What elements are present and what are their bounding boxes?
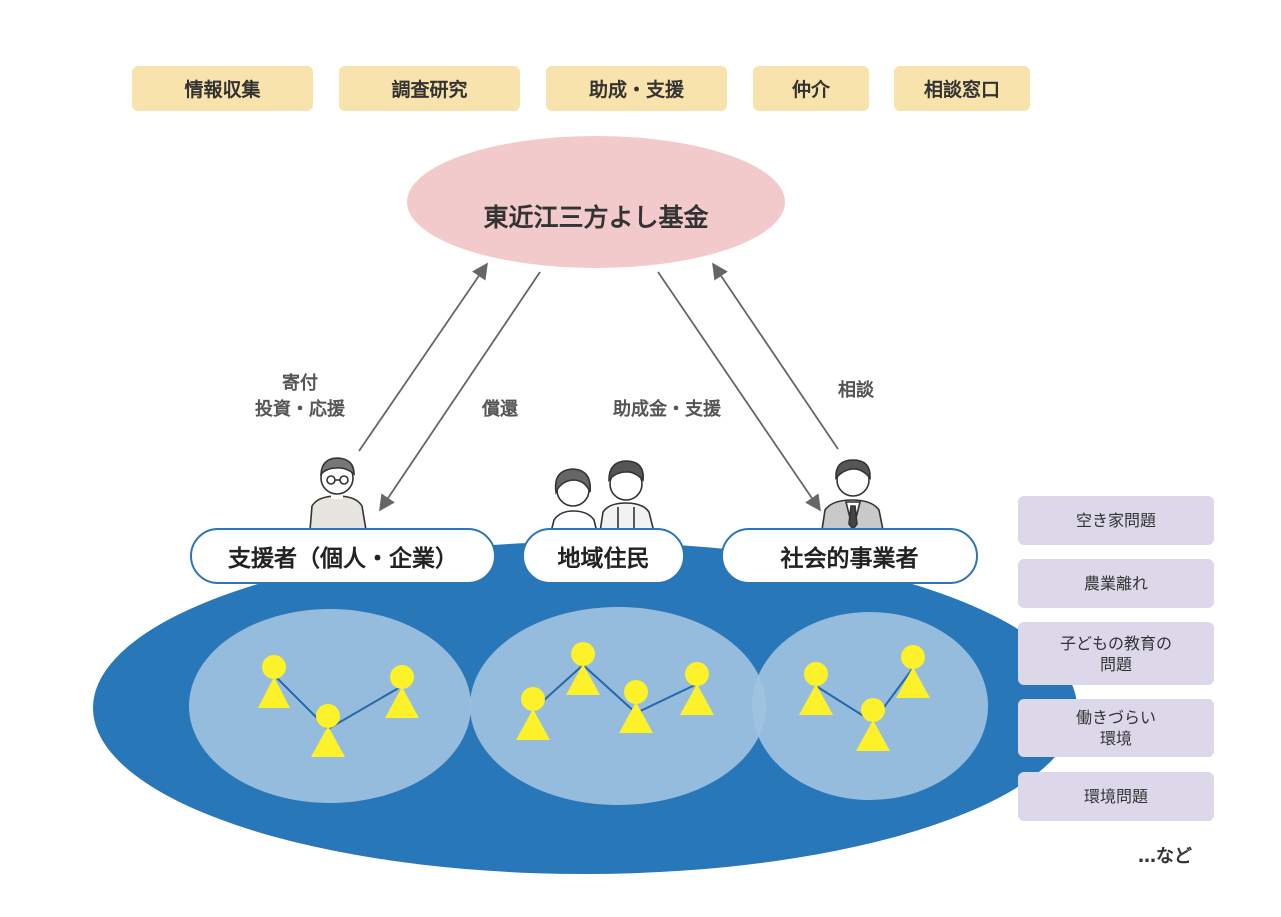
person-figure (258, 655, 290, 708)
label-donation: 寄付 投資・応援 (240, 371, 360, 423)
service-grant-support: 助成・支援 (546, 66, 727, 111)
issue-vacant-houses: 空き家問題 (1018, 496, 1214, 545)
foundation-name: 東近江三方よし基金 (483, 203, 709, 232)
flow-arrows (358, 262, 839, 512)
issue-work-environment: 働きづらい 環境 (1018, 699, 1214, 757)
person-figure (680, 662, 714, 715)
person-figure (311, 704, 345, 757)
supporter-illustration (309, 457, 367, 531)
service-info-gathering: 情報収集 (132, 66, 313, 111)
arrow-repayment (379, 271, 541, 512)
arrow-consult (712, 262, 839, 450)
pill-supporters: 支援者（個人・企業） (190, 528, 496, 584)
pill-social-business: 社会的事業者 (721, 528, 978, 584)
person-figure (619, 680, 653, 733)
people-figures (258, 642, 930, 757)
person-figure (385, 665, 419, 718)
issue-agriculture: 農業離れ (1018, 559, 1214, 608)
residents-illustration (549, 460, 656, 533)
social-business-illustration (821, 459, 884, 531)
issue-work-line2: 環境 (1099, 729, 1132, 748)
label-donation-line2: 投資・応援 (255, 399, 345, 420)
issue-education: 子どもの教育の 問題 (1018, 622, 1214, 685)
person-figure (896, 645, 930, 698)
service-mediation: 仲介 (753, 66, 869, 111)
person-figure (516, 687, 550, 740)
foundation-ellipse (407, 136, 785, 268)
issue-work-line1: 働きづらい (1075, 708, 1156, 727)
issue-education-line2: 問題 (1099, 654, 1132, 674)
label-grant: 助成金・支援 (613, 399, 721, 420)
etc-label: …など (1138, 846, 1192, 867)
issue-environment: 環境問題 (1018, 772, 1214, 821)
person-figure (856, 698, 890, 751)
group-ellipse-residents (470, 607, 766, 805)
label-donation-line1: 寄付 (282, 373, 318, 394)
arrow-donation (358, 262, 488, 452)
arrow-grant (657, 271, 821, 512)
issue-education-line1: 子どもの教育の (1059, 633, 1172, 653)
label-repayment: 償還 (482, 399, 518, 420)
service-consultation: 相談窓口 (894, 66, 1030, 111)
person-figure (799, 662, 833, 715)
pill-residents: 地域住民 (522, 528, 685, 584)
person-figure (566, 642, 600, 695)
label-consult: 相談 (838, 380, 874, 401)
service-research: 調査研究 (339, 66, 520, 111)
